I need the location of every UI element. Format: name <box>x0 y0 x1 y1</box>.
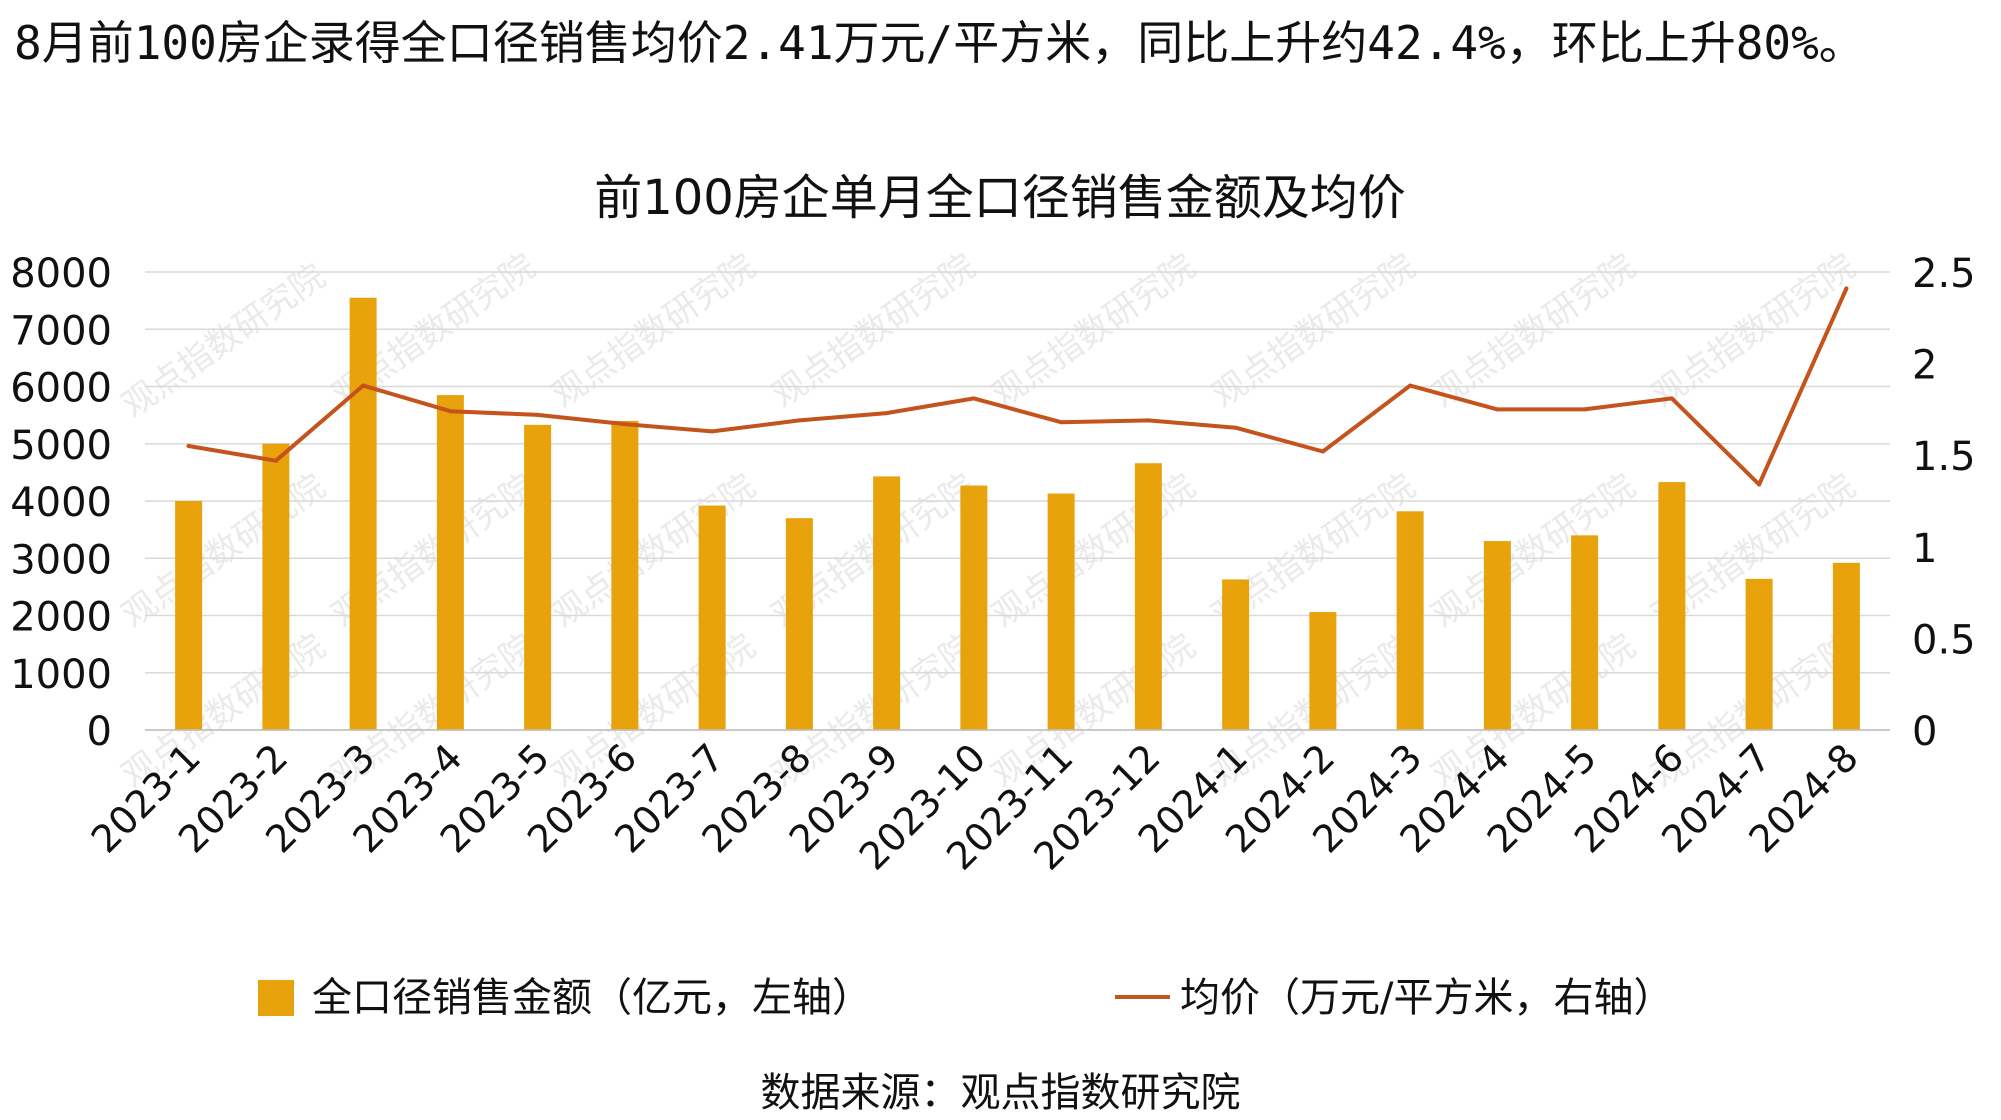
y-axis-right: 0 0.5 1 1.5 2 2.5 <box>1912 251 1976 755</box>
watermark-text: 观点指数研究院 <box>985 466 1203 635</box>
bar <box>349 297 377 730</box>
legend-swatch-bar <box>258 980 294 1016</box>
y-left-tick-label: 2000 <box>10 595 112 641</box>
y-right-tick-label: 1 <box>1912 526 1937 572</box>
bar <box>1222 579 1250 730</box>
bar <box>1134 463 1162 730</box>
y-left-tick-label: 7000 <box>10 308 112 354</box>
legend: 全口径销售金额（亿元，左轴） 均价（万元/平方米，右轴） <box>258 975 1673 1021</box>
y-left-tick-label: 3000 <box>10 537 112 583</box>
legend-label-bar: 全口径销售金额（亿元，左轴） <box>312 975 872 1021</box>
bar <box>175 501 203 730</box>
watermark-text: 观点指数研究院 <box>1425 466 1643 635</box>
bar <box>698 505 726 730</box>
bar <box>785 518 813 730</box>
y-right-tick-label: 0.5 <box>1912 617 1976 663</box>
bar <box>1745 578 1773 730</box>
line-point <box>361 383 366 388</box>
headline: 8月前100房企录得全口径销售均价2.41万元/平方米，同比上升约42.4%，环… <box>14 16 1865 70</box>
line-series <box>186 286 1849 487</box>
bar <box>1571 535 1599 730</box>
y-right-tick-label: 1.5 <box>1912 434 1976 480</box>
grid-lines <box>145 271 1890 731</box>
y-right-tick-label: 0 <box>1912 709 1937 755</box>
line-point <box>1844 286 1849 291</box>
line-point <box>1233 425 1238 430</box>
legend-label-line: 均价（万元/平方米，右轴） <box>1180 975 1673 1021</box>
chart-title: 前100房企单月全口径销售金额及均价 <box>594 170 1406 226</box>
x-axis: 2023-12023-22023-32023-42023-52023-62023… <box>83 729 1890 879</box>
bar <box>1047 493 1075 730</box>
y-left-tick-label: 5000 <box>10 423 112 469</box>
y-left-tick-label: 4000 <box>10 480 112 526</box>
line-point <box>1320 449 1325 454</box>
bar <box>524 424 552 730</box>
source-note: 数据来源：观点指数研究院 <box>760 1070 1241 1116</box>
line-point <box>1582 407 1587 412</box>
line-point <box>797 418 802 423</box>
y-left-tick-label: 8000 <box>10 251 112 297</box>
bar <box>1396 511 1424 730</box>
bar-series <box>175 297 1860 730</box>
y-left-tick-label: 1000 <box>10 652 112 698</box>
line-point <box>1146 418 1151 423</box>
bar <box>1832 562 1860 730</box>
average-price-line <box>186 286 1849 487</box>
line-point <box>1757 482 1762 487</box>
y-left-tick-label: 6000 <box>10 366 112 412</box>
bar <box>611 420 639 730</box>
y-left-tick-label: 0 <box>87 709 112 755</box>
bar <box>436 395 464 730</box>
line-point <box>448 409 453 414</box>
line-point <box>273 458 278 463</box>
line-point <box>1408 383 1413 388</box>
bar <box>262 443 290 730</box>
line-point <box>186 444 191 449</box>
watermark-text: 观点指数研究院 <box>115 256 333 425</box>
bar <box>960 485 988 730</box>
line-point <box>710 429 715 434</box>
y-right-tick-label: 2 <box>1912 343 1937 389</box>
line-point <box>971 396 976 401</box>
watermark-text: 观点指数研究院 <box>115 466 333 635</box>
watermark-text: 观点指数研究院 <box>545 626 763 795</box>
bar <box>1483 541 1511 730</box>
y-axis-left: 0 1000 2000 3000 4000 5000 6000 7000 8000 <box>10 251 112 755</box>
line-point <box>1059 420 1064 425</box>
bar <box>1658 482 1686 730</box>
line-point <box>1669 396 1674 401</box>
line-point <box>884 411 889 416</box>
watermark-text: 观点指数研究院 <box>545 466 763 635</box>
line-point <box>535 412 540 417</box>
line-point <box>622 422 627 427</box>
line-point <box>1495 407 1500 412</box>
bar <box>873 476 901 730</box>
y-right-tick-label: 2.5 <box>1912 251 1976 297</box>
bar <box>1309 612 1337 730</box>
